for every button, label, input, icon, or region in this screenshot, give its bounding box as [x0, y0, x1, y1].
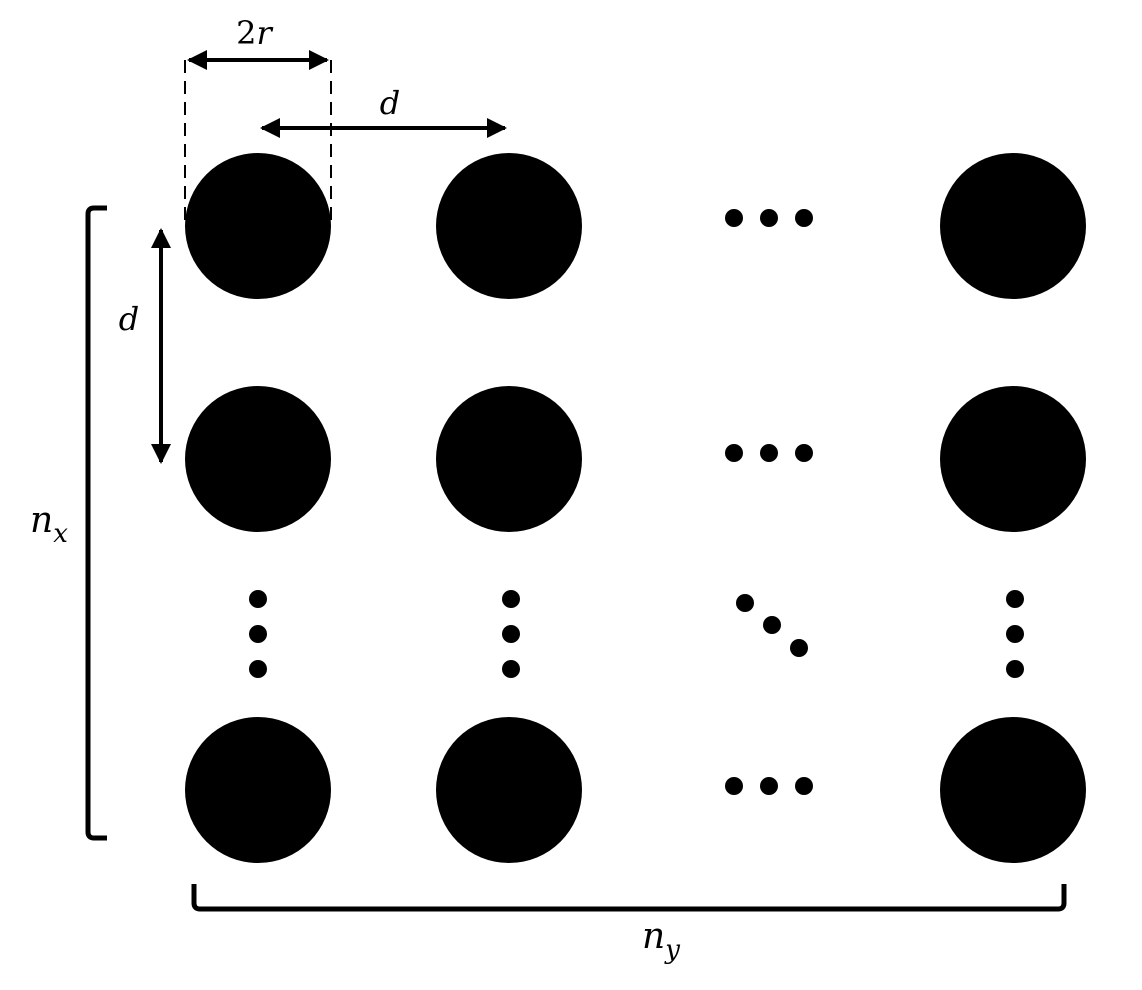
row-bracket-shape	[85, 205, 107, 841]
ellipsis-marks	[249, 209, 1024, 795]
circle-row1-col2	[436, 153, 582, 299]
column-count-bracket: ny	[191, 884, 1067, 965]
circle-row2-col2	[436, 386, 582, 532]
horizontal-spacing-label: d	[380, 84, 400, 122]
horizontal-ellipsis-rown	[725, 777, 813, 795]
diameter-label: 2r	[236, 14, 273, 52]
row-count-label: nx	[30, 500, 68, 549]
column-bracket-shape	[191, 884, 1067, 912]
vertical-spacing-label: d	[119, 300, 139, 338]
diagonal-ellipsis	[736, 594, 808, 657]
vertical-ellipsis-coln	[1006, 590, 1024, 678]
diameter-dimension: 2r	[184, 14, 332, 226]
vertical-ellipsis-col2	[502, 590, 520, 678]
vertical-ellipsis-col1	[249, 590, 267, 678]
horizontal-ellipsis-row1	[725, 209, 813, 227]
vertical-spacing-dimension: d	[119, 228, 171, 464]
circle-grid	[185, 153, 1086, 863]
circle-row1-coln	[940, 153, 1086, 299]
row-count-bracket: nx	[30, 205, 107, 841]
horizontal-ellipsis-row2	[725, 444, 813, 462]
circle-rown-col1	[185, 717, 331, 863]
horizontal-spacing-dimension: d	[260, 84, 507, 138]
circle-row1-col1	[185, 153, 331, 299]
circle-rown-col2	[436, 717, 582, 863]
circle-rown-coln	[940, 717, 1086, 863]
circle-row2-col1	[185, 386, 331, 532]
column-count-label: ny	[642, 916, 680, 965]
circle-row2-coln	[940, 386, 1086, 532]
